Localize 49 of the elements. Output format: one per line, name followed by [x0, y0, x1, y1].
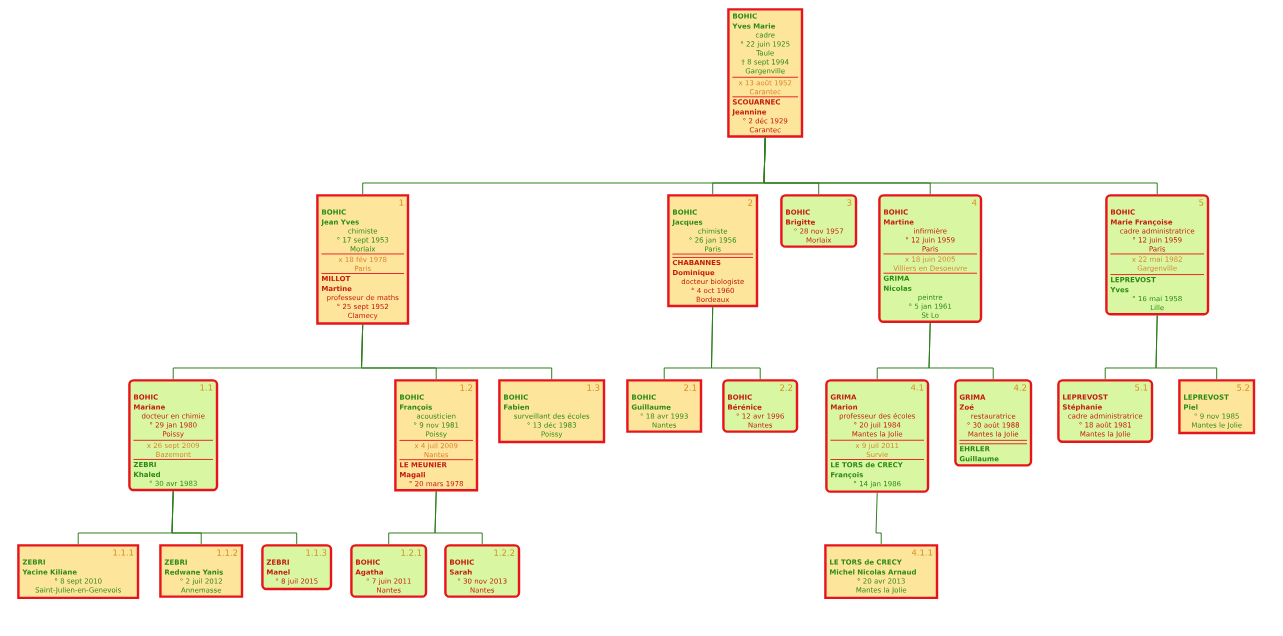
- generation-number: 1.2.2: [494, 549, 515, 556]
- connector-line: [928, 322, 994, 380]
- generation-number: 1.1.2: [217, 549, 238, 556]
- person-card: [261, 544, 333, 591]
- generation-number: 5.1: [1135, 384, 1148, 391]
- person-card: [17, 544, 140, 600]
- connector-line: [171, 490, 298, 545]
- generation-number: 1.3: [587, 384, 600, 391]
- person-card: [1057, 379, 1154, 443]
- person-card: [394, 379, 479, 492]
- generation-number: 2.1: [684, 384, 697, 391]
- person-card: [1178, 379, 1256, 435]
- person-card: [824, 544, 939, 600]
- person-card: [954, 379, 1033, 467]
- person-card: [626, 379, 703, 433]
- person-card: [316, 194, 410, 325]
- generation-number: 1.1.1: [113, 549, 134, 556]
- generation-number: 4.1.1: [911, 549, 933, 556]
- person-card: [128, 379, 219, 492]
- connector-line: [711, 306, 761, 380]
- generation-number: 1.2.1: [401, 549, 422, 556]
- generation-number: 4: [972, 199, 977, 206]
- connector-line: [763, 137, 1158, 195]
- person-card: [350, 544, 428, 598]
- generation-number: 5.2: [1237, 384, 1250, 391]
- person-card: [878, 194, 983, 323]
- generation-number: 3: [847, 199, 852, 206]
- generation-number: 2: [748, 199, 753, 206]
- connector-line: [1155, 314, 1218, 380]
- generation-number: 2.2: [780, 384, 793, 391]
- generation-number: 1.1: [200, 384, 213, 391]
- generation-number: 1.2: [460, 384, 473, 391]
- person-card: [780, 194, 858, 248]
- person-card: [667, 194, 759, 308]
- connector-line: [361, 324, 553, 380]
- generation-number: 1.1.3: [306, 549, 327, 556]
- generation-number: 1: [399, 199, 404, 206]
- person-card: [722, 379, 799, 433]
- generation-number: 5: [1199, 199, 1204, 206]
- person-card: [825, 379, 930, 493]
- generation-number: 4.1: [910, 384, 924, 391]
- person-card: [444, 544, 521, 598]
- person-card: [727, 8, 804, 138]
- person-card: [498, 379, 606, 444]
- generation-number: 4.2: [1013, 384, 1027, 391]
- connector-line: [434, 490, 483, 545]
- person-card: [1105, 194, 1210, 316]
- person-card: [159, 544, 244, 598]
- connector-line: [875, 492, 882, 545]
